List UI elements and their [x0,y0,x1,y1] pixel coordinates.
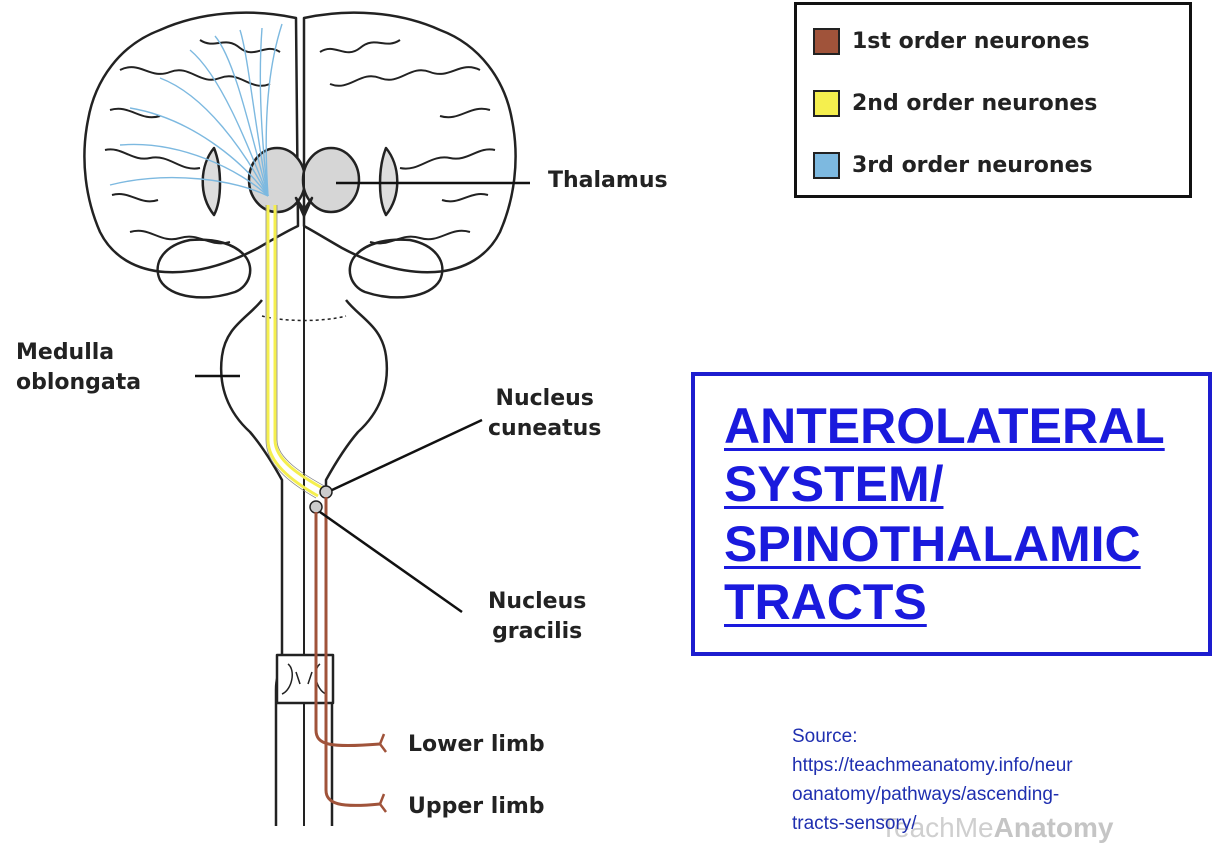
title-line2[interactable]: SYSTEM/ [724,454,943,514]
gracilis-line1: Nucleus [488,587,586,617]
right-hemisphere-outline [304,13,516,273]
title-line3[interactable]: SPINOTHALAMIC [724,514,1141,574]
legend-item-third-order: 3rd order neurones [813,149,1093,181]
nucleus-gracilis-label: Nucleus gracilis [488,587,586,647]
legend-label: 1st order neurones [852,29,1090,54]
source-citation: Source: https://teachmeanatomy.info/neur… [792,722,1192,838]
gracilis-leader [320,512,462,612]
third-order-swatch [813,152,840,179]
source-url-line3[interactable]: tracts-sensory/ [792,809,1192,838]
nucleus-gracilis-dot [310,501,322,513]
lower-limb-label: Lower limb [408,730,545,760]
medulla-line2: oblongata [16,368,141,398]
nucleus-cuneatus-dot [320,486,332,498]
gyri-right [320,40,495,243]
legend-label: 3rd order neurones [852,153,1093,178]
title-box: ANTEROLATERAL SYSTEM/ SPINOTHALAMIC TRAC… [691,372,1212,656]
upper-limb-text: Upper limb [408,792,545,822]
second-order-swatch [813,90,840,117]
medulla-label: Medulla oblongata [16,338,141,398]
source-url-line1[interactable]: https://teachmeanatomy.info/neur [792,751,1192,780]
upper-limb-label: Upper limb [408,792,545,822]
legend: 1st order neurones 2nd order neurones 3r… [794,2,1192,198]
legend-label: 2nd order neurones [852,91,1097,116]
source-url-line2[interactable]: oanatomy/pathways/ascending- [792,780,1192,809]
cuneatus-leader [332,420,482,490]
nucleus-cuneatus-label: Nucleus cuneatus [488,384,601,444]
gracilis-line2: gracilis [488,617,586,647]
cuneatus-line2: cuneatus [488,414,601,444]
title-line1[interactable]: ANTEROLATERAL [724,396,1165,456]
cuneatus-line1: Nucleus [488,384,601,414]
lower-limb-text: Lower limb [408,730,545,760]
right-ventricle [380,148,397,215]
thalamus-label: Thalamus [548,166,668,196]
legend-item-second-order: 2nd order neurones [813,87,1097,119]
first-order-tract [316,497,380,805]
legend-item-first-order: 1st order neurones [813,25,1090,57]
title-line4[interactable]: TRACTS [724,572,927,632]
source-label: Source: [792,722,1192,751]
thalamus-text: Thalamus [548,166,668,196]
medulla-line1: Medulla [16,338,141,368]
first-order-swatch [813,28,840,55]
